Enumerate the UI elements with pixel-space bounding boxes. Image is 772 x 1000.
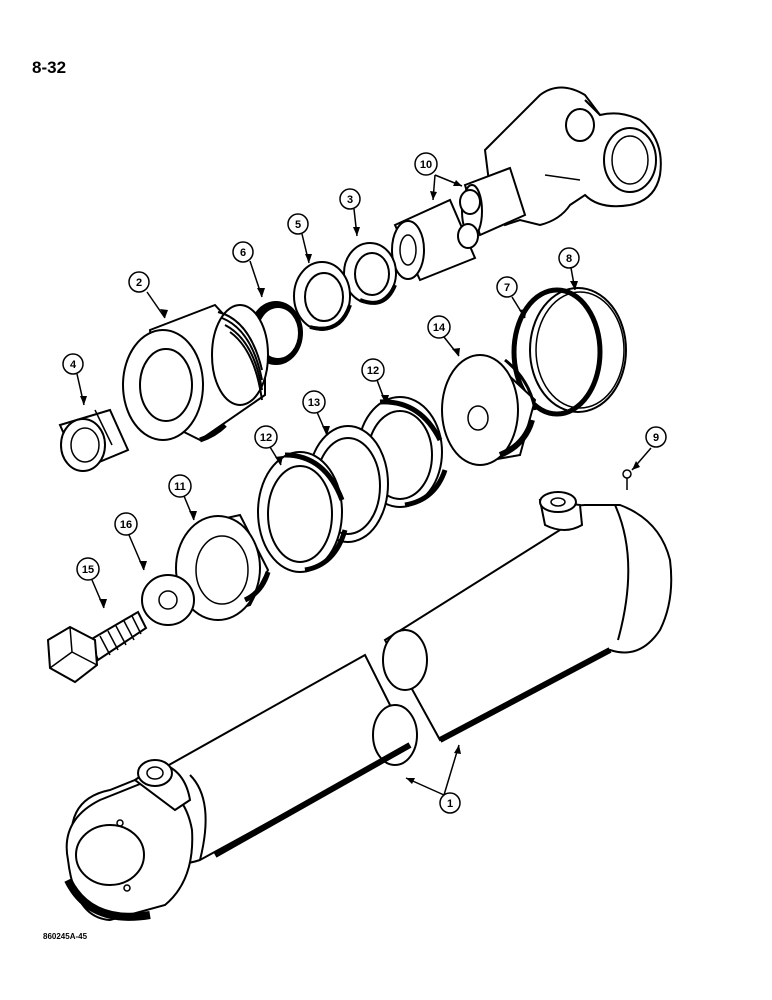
page-number: 8-32 — [32, 58, 67, 77]
callout-c12b: 12 — [254, 425, 278, 449]
callout-label: 16 — [120, 519, 132, 531]
callout-label: 6 — [240, 247, 246, 259]
callout-label: 5 — [295, 219, 301, 231]
part-11-retainer — [175, 513, 271, 621]
callout-c10: 10 — [414, 152, 438, 176]
callout-label: 12 — [367, 365, 379, 377]
callout-c3: 3 — [339, 188, 361, 210]
callout-c14: 14 — [427, 315, 451, 339]
callout-label: 12 — [260, 432, 272, 444]
part-3-ring — [343, 242, 397, 305]
callout-c2: 2 — [128, 271, 150, 293]
callout-label: 15 — [82, 564, 94, 576]
callout-label: 8 — [566, 253, 572, 265]
part-2-gland — [122, 303, 269, 443]
callout-label: 9 — [653, 432, 659, 444]
part-1-barrel-head — [382, 491, 673, 743]
callout-c11: 11 — [168, 474, 192, 498]
part-16-washer — [141, 574, 195, 626]
callout-c5: 5 — [287, 213, 309, 235]
callout-c4: 4 — [62, 353, 84, 375]
rod-end-clevis — [461, 86, 662, 238]
callout-label: 2 — [136, 277, 142, 289]
part-9-fitting — [622, 469, 632, 490]
callout-label: 13 — [308, 397, 320, 409]
callout-label: 1 — [447, 798, 453, 810]
part-5-wiper — [293, 261, 352, 331]
callout-c15: 15 — [76, 557, 100, 581]
callout-c1: 1 — [439, 792, 461, 814]
callout-label: 10 — [420, 159, 432, 171]
part-10-bushing — [391, 189, 481, 282]
part-15-bolt — [46, 610, 148, 684]
callout-c9: 9 — [645, 426, 667, 448]
callout-label: 3 — [347, 194, 353, 206]
callout-c16: 16 — [114, 512, 138, 536]
callout-c7: 7 — [496, 276, 518, 298]
callout-arrowheads — [80, 180, 640, 784]
callout-label: 4 — [70, 359, 77, 371]
callout-label: 7 — [504, 282, 510, 294]
callout-c8: 8 — [558, 247, 580, 269]
part-1-barrel-base — [64, 653, 418, 922]
part-12-lower-ring — [257, 451, 348, 573]
part-8-backup-ring — [529, 287, 627, 413]
callout-c13: 13 — [302, 390, 326, 414]
figure-code: 860245A-45 — [43, 932, 88, 941]
part-7-o-ring — [511, 287, 603, 417]
callout-label: 11 — [174, 481, 186, 493]
callout-c6: 6 — [232, 241, 254, 263]
part-4-bushing — [58, 408, 130, 472]
callout-label: 14 — [433, 322, 446, 334]
part-14-piston — [441, 354, 537, 466]
callout-c12a: 12 — [361, 358, 385, 382]
